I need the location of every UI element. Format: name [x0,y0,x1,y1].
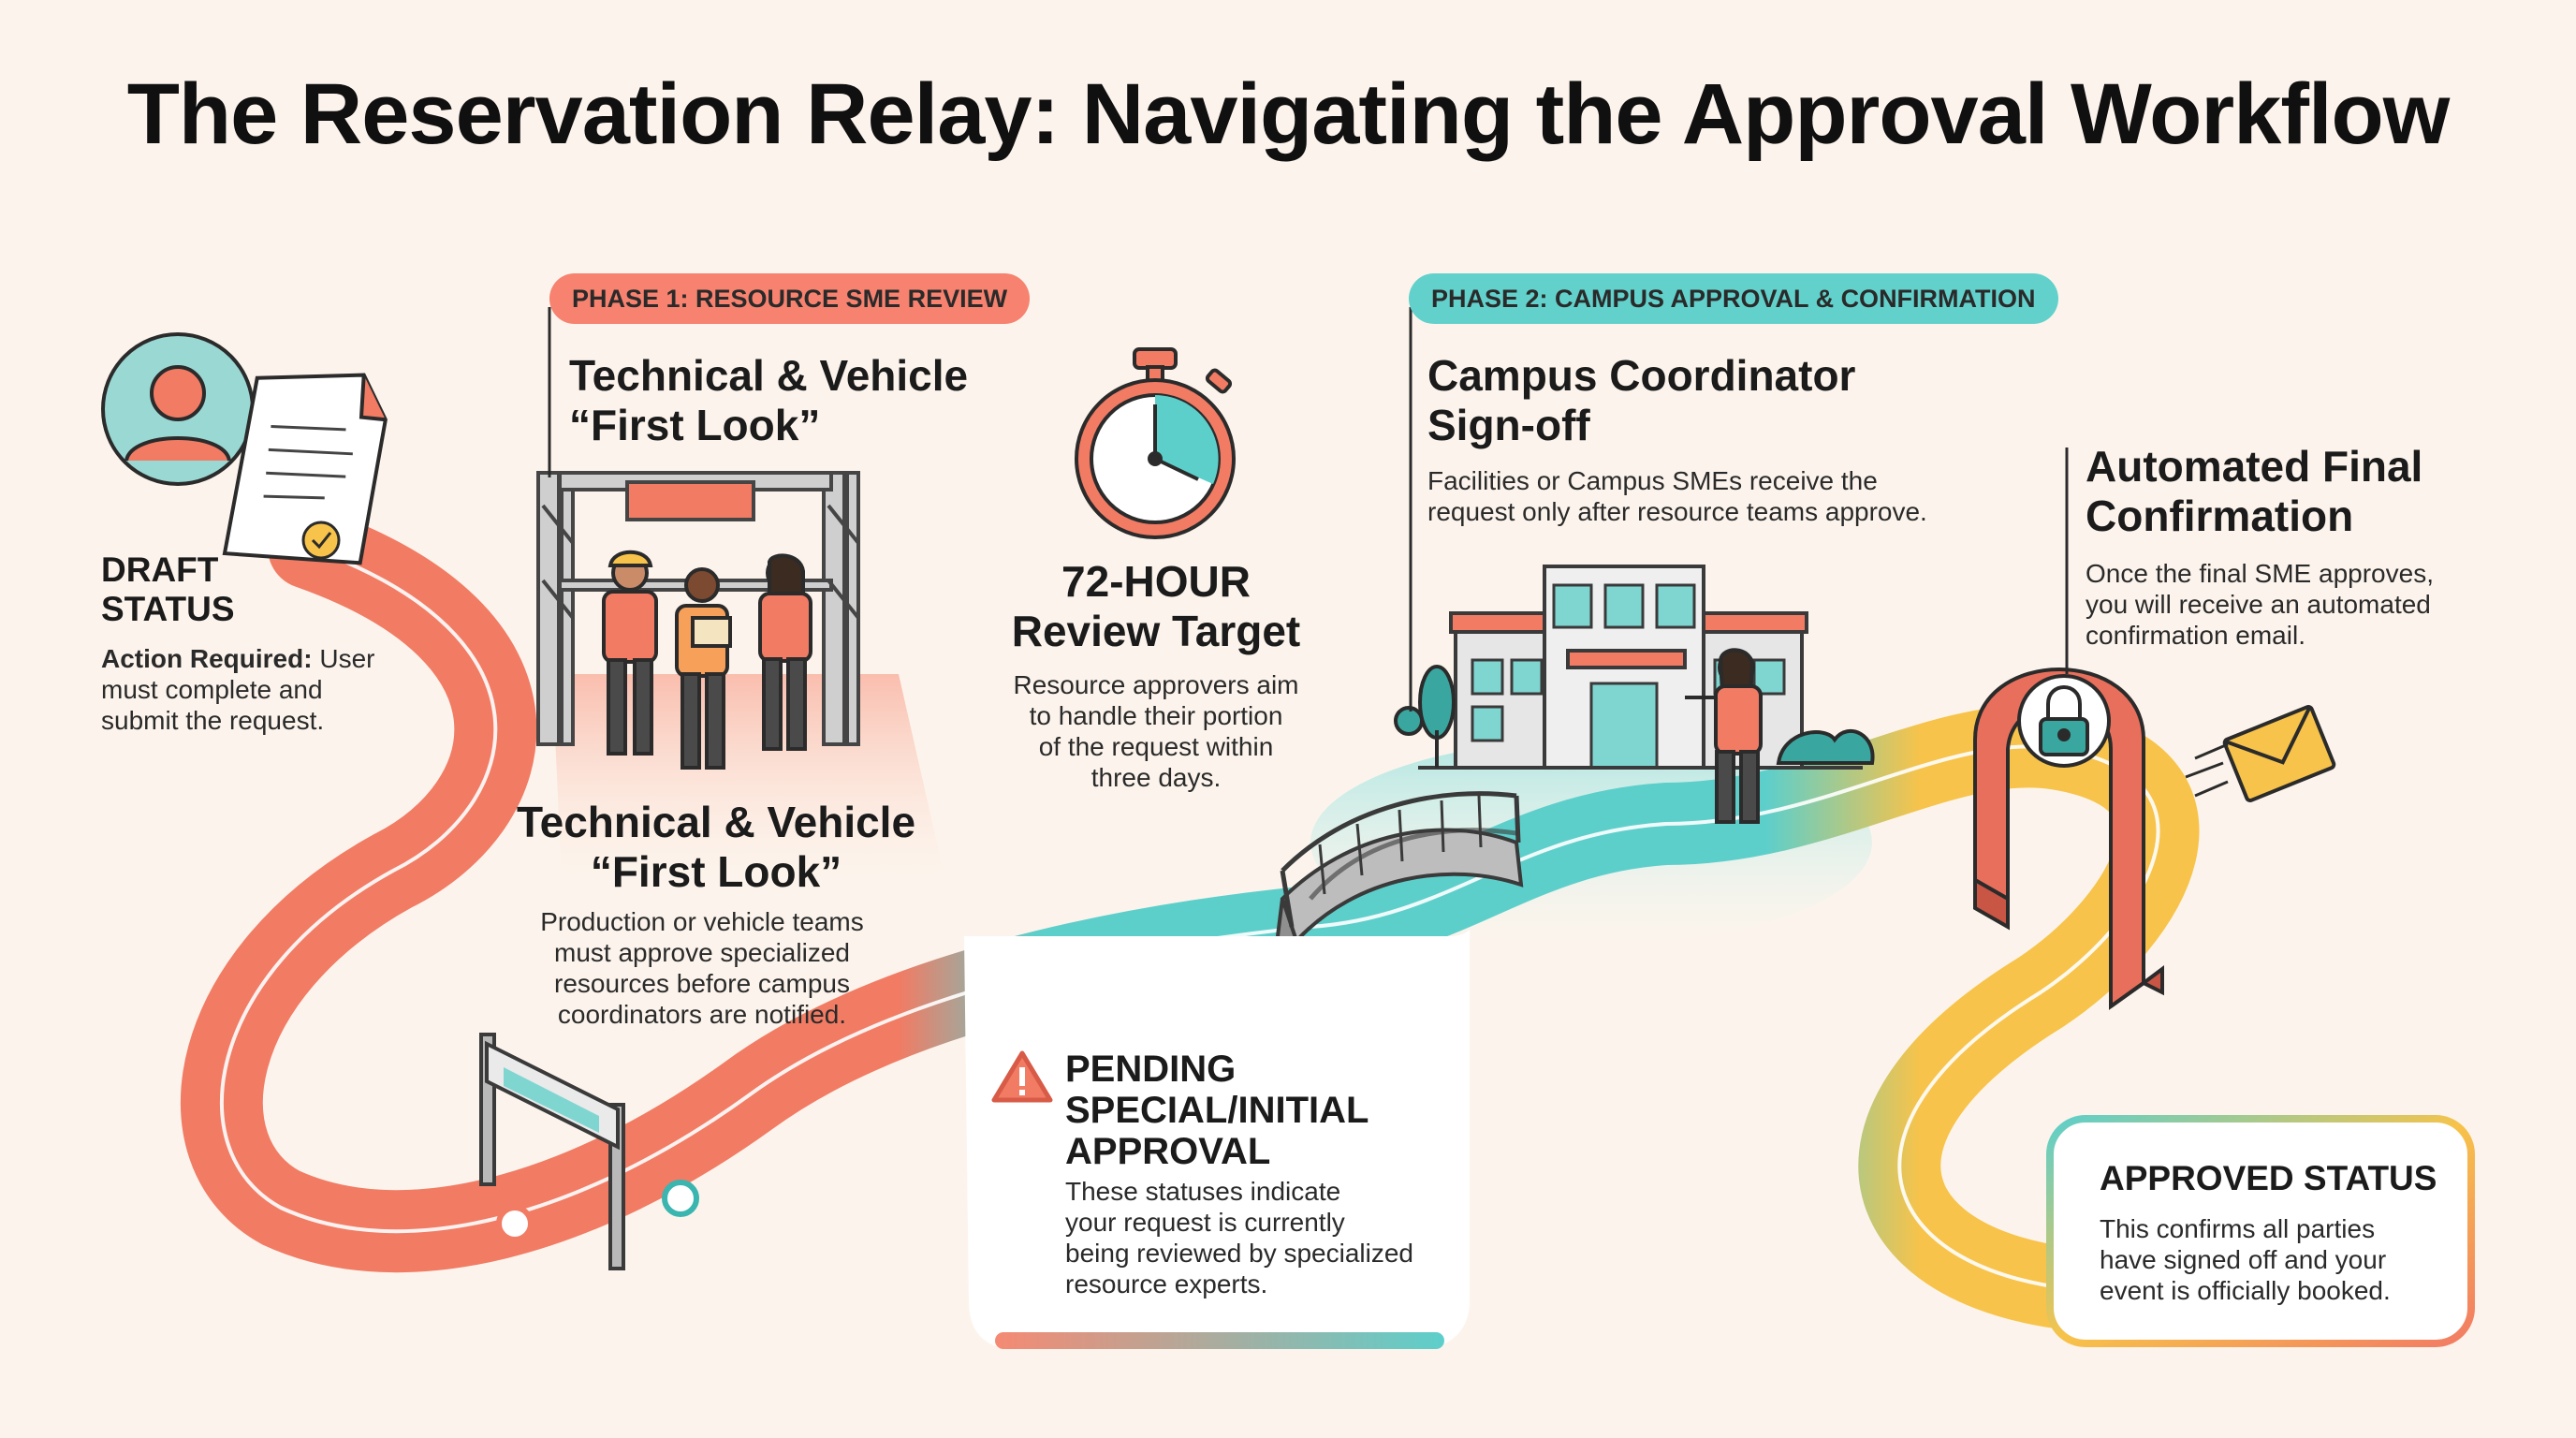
phase1-heading-lower: Technical & Vehicle “First Look” [516,798,916,896]
phase1-pill: PHASE 1: RESOURCE SME REVIEW [549,273,1031,324]
pending-heading: PENDING SPECIAL/INITIAL APPROVAL [1065,1049,1369,1172]
phase2-description: Facilities or Campus SMEs receive the re… [1427,466,1927,526]
approved-box [2046,1115,2475,1347]
warning-icon [991,1050,1053,1103]
phase2-pill: PHASE 2: CAMPUS APPROVAL & CONFIRMATION [1409,273,2058,324]
road-centerline [219,546,2160,1295]
worker-figures [602,550,812,770]
bridge [1275,791,1524,975]
draft-status-description: Action Required: User must complete and … [101,643,401,736]
page-title: The Reservation Relay: Navigating the Ap… [126,66,2451,162]
bush [1776,728,1875,765]
pending-description: These statuses indicate your request is … [1065,1177,1413,1299]
road-marker-teal [662,1180,699,1217]
starting-gate [479,1033,625,1270]
draft-action-text: User must complete and submit the reques… [101,644,375,735]
review-target-description: Resource approvers aim to handle their p… [1013,670,1299,792]
lock-icon [2017,674,2111,768]
draft-action-label: Action Required: [101,644,313,673]
pending-card [964,930,1471,1348]
stopwatch-icon [1075,347,1236,539]
document-icon [222,373,388,565]
road-marker-coral [496,1205,534,1242]
user-icon [101,332,255,486]
review-target-heading: 72-HOUR Review Target [1011,557,1301,655]
envelope-icon [2185,704,2336,802]
phase1-description: Production or vehicle teams must approve… [540,907,864,1029]
checkmark-badge-icon [301,521,341,560]
automated-description: Once the final SME approves, you will re… [2086,559,2434,650]
tree [1394,665,1456,768]
approved-description: This confirms all parties have signed of… [2100,1214,2391,1305]
phase2-heading: Campus Coordinator Sign-off [1427,351,1856,449]
phase1-heading: Technical & Vehicle “First Look” [569,351,969,449]
draft-status-heading: DRAFT STATUS [101,550,235,628]
automated-heading: Automated Final Confirmation [2086,442,2423,540]
approved-heading: APPROVED STATUS [2100,1159,2437,1197]
coordinator-figure [1685,648,1763,824]
pending-card-bar [995,1332,1444,1349]
